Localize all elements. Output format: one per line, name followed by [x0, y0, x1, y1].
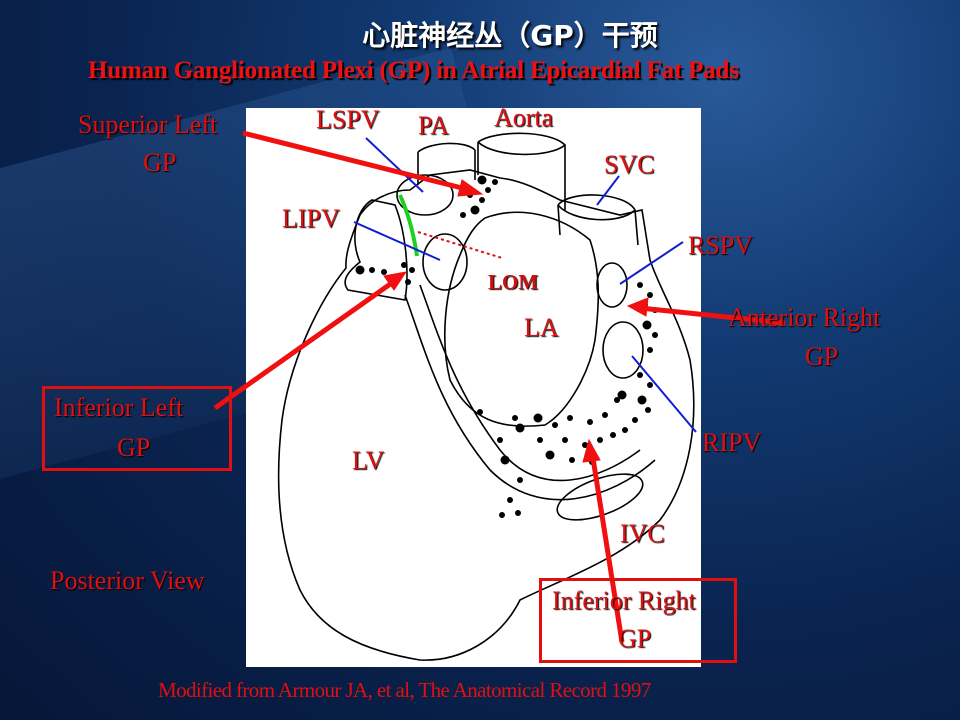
slide-title-chinese: 心脏神经丛（GP）干预 [362, 19, 658, 52]
gp-dot [381, 269, 387, 275]
lv-label: LV [352, 446, 385, 475]
lipv-label: LIPV [282, 204, 340, 233]
inferior-left-arrowhead [383, 271, 408, 291]
gp-dot [409, 267, 415, 273]
gp-dot [545, 450, 555, 460]
citation: Modified from Armour JA, et al, The Anat… [158, 678, 651, 702]
gp-dot [567, 415, 573, 421]
slide-title-english: Human Ganglionated Plexi (GP) in Atrial … [88, 57, 739, 84]
gp-dot [499, 512, 505, 518]
gp-dot [569, 457, 575, 463]
gp-dot [552, 422, 558, 428]
gp-dot [512, 415, 518, 421]
gp-dot [602, 412, 608, 418]
svc-pointer [596, 175, 620, 206]
lipv-pointer [353, 221, 441, 261]
left-appendage [344, 199, 408, 301]
gp-dot [637, 395, 647, 405]
aorta-vessel [477, 132, 567, 210]
superior-left-arrowhead [457, 179, 484, 197]
gp-dot [645, 407, 651, 413]
gp-dot [533, 413, 543, 423]
inferior-right-gp-box [539, 578, 737, 663]
gp-dot [582, 442, 588, 448]
gp-dot [405, 279, 411, 285]
gp-dot [562, 437, 568, 443]
gp-dot [515, 510, 521, 516]
gp-dot [637, 282, 643, 288]
anterior-right-gp-label: Anterior Right [728, 303, 881, 332]
ripv-vessel [602, 321, 644, 379]
gp-dot [537, 437, 543, 443]
la-label: LA [524, 313, 559, 342]
gp-dot [632, 417, 638, 423]
lipv-vessel [422, 233, 468, 291]
svc-vessel [557, 194, 639, 246]
gp-dot [479, 197, 485, 203]
heart-outline [277, 169, 695, 661]
ripv-label: RIPV [702, 428, 762, 457]
lom-label: LOM [488, 270, 539, 294]
gp-dot [369, 267, 375, 273]
ripv-pointer [631, 355, 697, 433]
gp-dot [647, 347, 653, 353]
coronary-sinus-band [404, 284, 656, 501]
ganglionated-plexi-dots [355, 175, 658, 518]
inferior-right-arrow [589, 451, 625, 643]
gp-dot [477, 175, 487, 185]
gp-dot [622, 427, 628, 433]
inferior-right-gp-label: Inferior Right [552, 586, 696, 615]
aorta-label: Aorta [494, 103, 554, 132]
ivc-label: IVC [620, 519, 665, 548]
anterior-right-arrow [639, 305, 786, 326]
svc-label: SVC [604, 150, 655, 179]
gp-dot [401, 262, 407, 268]
inferior-left-arrow [213, 277, 398, 411]
gp-dot [497, 437, 503, 443]
gp-dot [477, 409, 483, 415]
gp-dot [485, 187, 491, 193]
rspv-vessel [596, 262, 628, 308]
gp-dot [515, 423, 525, 433]
gp-dot [647, 292, 653, 298]
lspv-vessel [396, 174, 454, 216]
superior-left-arrow [242, 130, 471, 193]
superior-left-gp-label-2: GP [143, 148, 177, 177]
gp-dot [507, 497, 513, 503]
anterior-right-arrowhead [626, 297, 649, 317]
gp-dot [637, 372, 643, 378]
anterior-right-gp-label-2: GP [805, 342, 839, 371]
inferior-left-gp-label-2: GP [117, 433, 151, 462]
rspv-pointer [619, 241, 684, 285]
gp-dot [470, 205, 480, 215]
posterior-view-label: Posterior View [50, 566, 205, 595]
lspv-label: LSPV [316, 105, 380, 134]
inferior-left-gp-box [42, 386, 232, 471]
gp-dot [614, 397, 620, 403]
rspv-label: RSPV [688, 231, 754, 260]
gp-dot [500, 455, 510, 465]
gp-dot [492, 179, 498, 185]
inferior-right-gp-label-2: GP [618, 624, 652, 653]
pa-label: PA [418, 111, 449, 140]
gp-dot [460, 212, 466, 218]
gp-dot [647, 382, 653, 388]
ivc-vessel [556, 473, 644, 521]
gp-dot [597, 437, 603, 443]
inferior-right-arrowhead [582, 438, 601, 463]
gp-dot [587, 419, 593, 425]
gp-dot [617, 390, 627, 400]
lspv-pointer [365, 137, 424, 193]
gp-dot [652, 332, 658, 338]
gp-dot [610, 432, 616, 438]
inferior-left-gp-label: Inferior Left [54, 393, 184, 422]
gp-dot [642, 320, 652, 330]
lom-dotted-line [417, 231, 503, 259]
left-atrium-outline [444, 211, 600, 427]
gp-dot [517, 477, 523, 483]
superior-left-gp-label: Superior Left [78, 110, 218, 139]
gp-dot [355, 265, 365, 275]
